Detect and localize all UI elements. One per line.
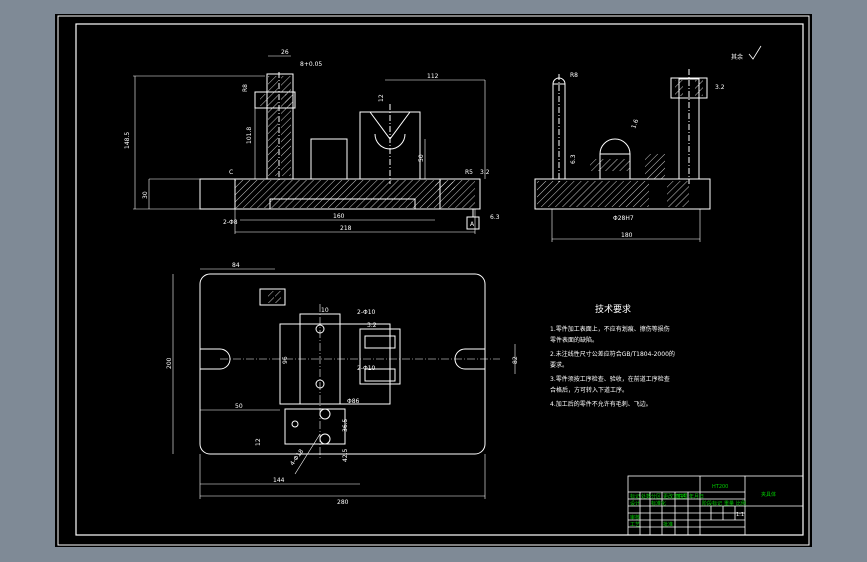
front-dim-top-width: 26 (281, 49, 289, 56)
top-dim-84: 84 (232, 262, 240, 269)
tb-label-review: 审核 (630, 514, 640, 521)
tb-label-zone: 分区 (651, 493, 661, 500)
technical-requirements: 技术要求 1.零件加工表面上，不应有划痕、擦伤等损伤 零件表面的缺陷。 2.未注… (550, 303, 675, 408)
tech-req-item-5: 3.零件须按工序检查、验收，在前道工序检查 (550, 375, 670, 383)
front-dim-total-w: 218 (340, 225, 352, 232)
front-dim-hole: 2-Φ8 (223, 219, 238, 226)
tb-label-standard: 标准化 (651, 500, 666, 507)
side-dim-ra: 3.2 (715, 84, 725, 91)
title-block (627, 475, 804, 536)
top-dim-82: 82 (512, 356, 519, 364)
tb-label-changefile: 更改文件号 (663, 493, 688, 500)
tb-label-count: 处数 (641, 493, 651, 500)
tb-label-stage: 阶段标记 (702, 500, 722, 507)
tech-req-item-1: 1.零件加工表面上，不应有划痕、擦伤等损伤 (550, 325, 670, 333)
tb-label-sign: 签名 (676, 493, 686, 500)
tb-label-approve: 批准 (663, 521, 673, 528)
front-dim-height: 148.5 (124, 132, 131, 149)
front-dim-ra: 3.2 (480, 169, 490, 176)
top-base-plate (199, 273, 486, 455)
tb-label-process: 工艺 (630, 522, 640, 528)
frame-border (75, 23, 804, 536)
front-dim-r: R8 (242, 84, 249, 92)
front-left-post (266, 73, 294, 180)
side-view (534, 69, 711, 242)
top-dim-50: 50 (235, 403, 243, 410)
side-dim-r8: R8 (570, 72, 578, 79)
tb-drawing-name: 夹具体 (761, 491, 776, 498)
top-view (172, 268, 516, 499)
tb-label-mark: 标记 (630, 493, 640, 500)
front-dim-ra2: 6.3 (490, 214, 500, 221)
top-dim-144: 144 (273, 477, 285, 484)
top-dim-96: 96 (282, 356, 289, 364)
roughness-note: 其余 (731, 53, 743, 61)
side-dim-phi: Φ28H7 (613, 215, 634, 222)
tb-label-date: 年月日 (689, 493, 704, 500)
top-dim-36: 36.5 (342, 418, 349, 432)
tb-label-weight: 重量 (724, 500, 734, 507)
front-dim-post-h: 101.8 (246, 127, 253, 144)
tb-label-design: 设计 (630, 500, 640, 507)
front-dim-r5: R5 (465, 169, 473, 176)
front-dim-12: 12 (378, 94, 385, 102)
top-dim-10: 10 (321, 307, 329, 314)
front-dim-50: 50 (418, 154, 425, 162)
top-dim-phi: 4-Φ18 (289, 448, 305, 467)
top-dim-ra: 3.2 (367, 322, 377, 329)
top-dim-86: Φ86 (347, 398, 360, 405)
tech-req-item-3: 2.未注线性尺寸公差应符合GB/T1804-2000的 (550, 350, 675, 358)
tech-req-item-2: 零件表面的缺陷。 (550, 336, 598, 344)
side-dim-w: 180 (621, 232, 633, 239)
tech-req-item-7: 4.加工后的零件不允许有毛刺、飞边。 (550, 400, 652, 408)
top-dim-42: 42.5 (342, 448, 349, 462)
tb-material: HT200 (712, 484, 728, 490)
cad-drawing: 26 8+0.05 112 148.5 101.8 R8 30 C 160 21… (57, 15, 810, 546)
drawing-viewport[interactable]: 26 8+0.05 112 148.5 101.8 R8 30 C 160 21… (55, 14, 812, 547)
front-dim-base-h: 30 (142, 191, 149, 199)
side-dim-16: 1.6 (630, 118, 640, 130)
top-dim-2phi10b: 2-Φ10 (357, 365, 376, 372)
front-dim-top-tol: 8+0.05 (300, 61, 322, 68)
top-dim-280: 280 (337, 499, 349, 506)
front-dim-c: C (229, 169, 233, 176)
sheet-border (57, 15, 810, 546)
front-dim-base-w: 160 (333, 213, 345, 220)
tech-req-item-6: 合格后，方可转入下道工序。 (550, 386, 628, 394)
top-dim-12: 12 (255, 438, 262, 446)
tb-scale-value: 1:1 (736, 512, 744, 518)
front-datum-a: A (470, 221, 475, 228)
tech-req-item-4: 要求。 (550, 361, 568, 369)
front-dim-offset: 112 (427, 73, 439, 80)
front-view (133, 55, 486, 234)
side-dim-ra63: 6.3 (570, 154, 577, 164)
front-middle-block (310, 138, 348, 180)
top-dim-200: 200 (166, 357, 173, 369)
tech-req-title: 技术要求 (595, 303, 631, 315)
tb-label-scale: 比例 (736, 500, 746, 507)
top-dim-2phi10: 2-Φ10 (357, 309, 376, 316)
